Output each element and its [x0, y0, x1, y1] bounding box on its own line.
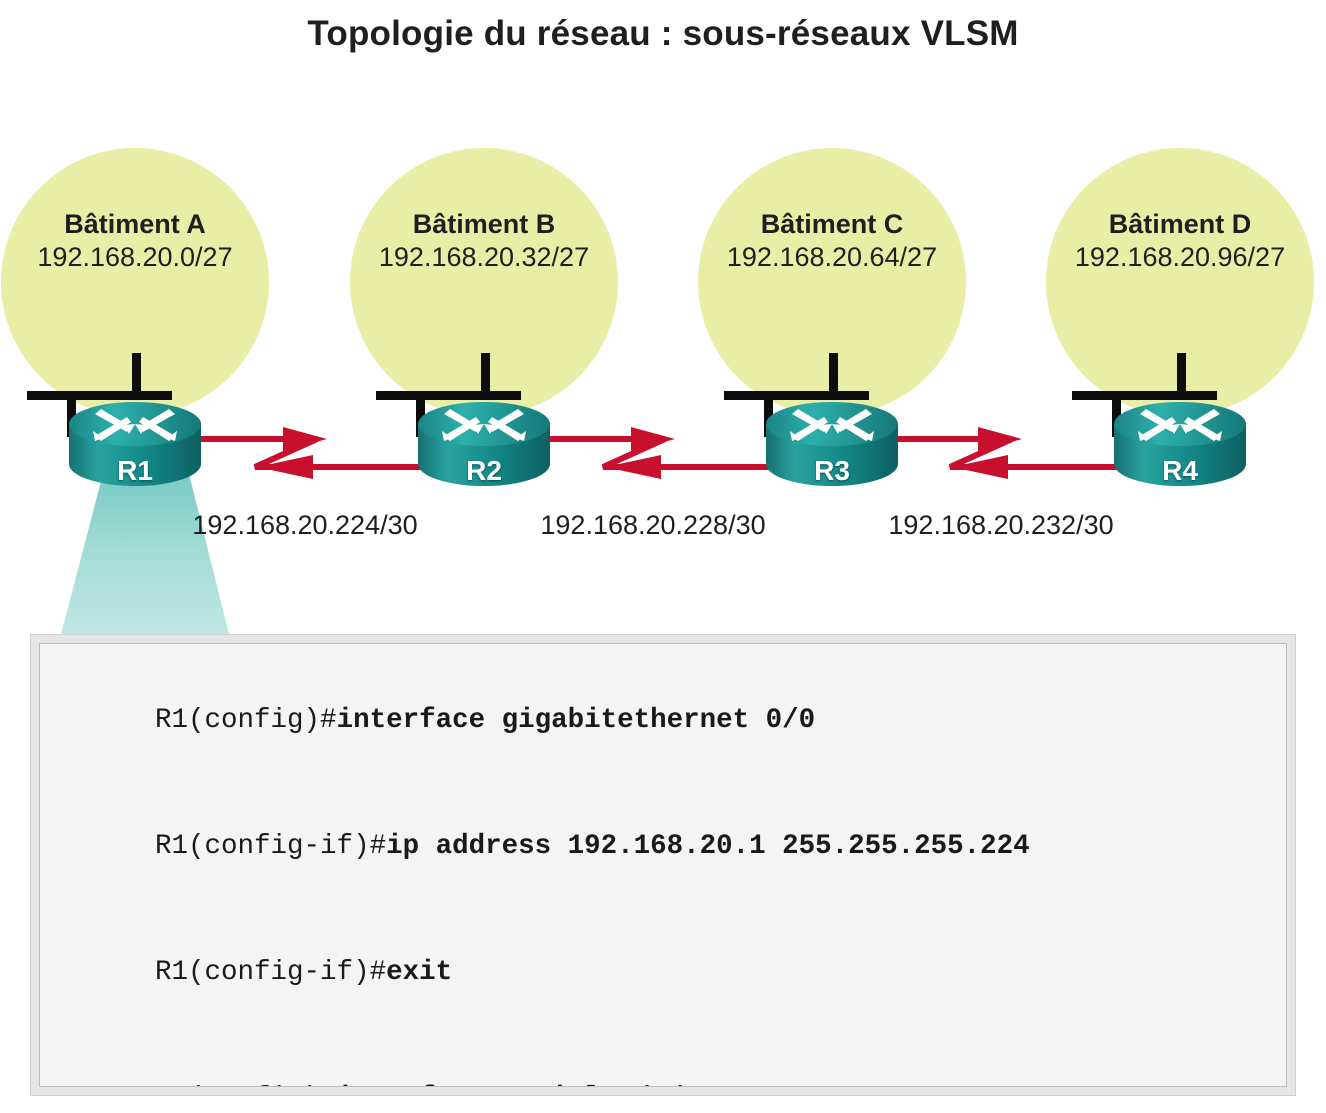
- terminal-prompt: R1(config)#: [155, 1083, 337, 1086]
- router-icon: [1114, 402, 1246, 486]
- router-icon: [766, 402, 898, 486]
- site-building-c: Bâtiment C 192.168.20.64/27: [698, 148, 966, 437]
- terminal-line: R1(config-if)#ip address 192.168.20.1 25…: [56, 784, 1270, 910]
- cli-terminal-panel: R1(config)#interface gigabitethernet 0/0…: [30, 634, 1296, 1096]
- terminal-line: R1(config-if)#exit: [56, 910, 1270, 1036]
- wan-subnet-label-r3-r4: 192.168.20.232/30: [888, 510, 1114, 540]
- site-building-a: Bâtiment A 192.168.20.0/27: [1, 148, 269, 437]
- site-label-group: Bâtiment C 192.168.20.64/27: [698, 208, 966, 274]
- site-name: Bâtiment D: [1108, 209, 1252, 239]
- site-subnet: 192.168.20.96/27: [1074, 241, 1286, 272]
- site-subnet: 192.168.20.0/27: [37, 241, 233, 272]
- terminal-command: ip address 192.168.20.1 255.255.255.224: [386, 831, 1030, 862]
- cli-terminal-screen[interactable]: R1(config)#interface gigabitethernet 0/0…: [39, 643, 1287, 1087]
- site-building-b: Bâtiment B 192.168.20.32/27: [350, 148, 618, 437]
- terminal-line: R1(config)#interface serial 0/0/0: [56, 1036, 1270, 1086]
- page-title: Topologie du réseau : sous-réseaux VLSM: [307, 14, 1019, 53]
- router-r4[interactable]: R4: [1110, 398, 1250, 490]
- terminal-command: exit: [386, 957, 453, 988]
- terminal-command: interface serial 0/0/0: [337, 1083, 700, 1086]
- terminal-prompt: R1(config)#: [155, 705, 337, 736]
- site-label-group: Bâtiment D 192.168.20.96/27: [1046, 208, 1314, 274]
- router-r2[interactable]: R2: [414, 398, 554, 490]
- router-icon: [418, 402, 550, 486]
- router-r1[interactable]: R1: [65, 398, 205, 490]
- router-icon: [69, 402, 201, 486]
- terminal-line: R1(config)#interface gigabitethernet 0/0: [56, 658, 1270, 784]
- lan-bus-icon: [724, 353, 869, 437]
- serial-link-r3-r4: [890, 427, 1190, 479]
- terminal-prompt: R1(config-if)#: [155, 831, 387, 862]
- wan-subnet-label-r2-r3: 192.168.20.228/30: [540, 510, 766, 540]
- terminal-command: interface gigabitethernet 0/0: [336, 705, 816, 736]
- lan-bus-icon: [376, 353, 521, 437]
- site-name: Bâtiment B: [412, 209, 556, 239]
- callout-funnel-icon: [60, 470, 230, 638]
- terminal-prompt: R1(config-if)#: [155, 957, 387, 988]
- site-subnet: 192.168.20.32/27: [378, 241, 590, 272]
- serial-link-r2-r3: [543, 427, 843, 479]
- site-subnet: 192.168.20.64/27: [726, 241, 938, 272]
- network-topology-diagram: Bâtiment A 192.168.20.0/27 Bâtiment B 19…: [1, 148, 1314, 638]
- lan-bus-icon: [27, 353, 172, 437]
- site-label-group: Bâtiment A 192.168.20.0/27: [1, 208, 269, 274]
- site-building-d: Bâtiment D 192.168.20.96/27: [1046, 148, 1314, 437]
- router-r3[interactable]: R3: [762, 398, 902, 490]
- site-name: Bâtiment C: [760, 209, 904, 239]
- serial-link-r1-r2: [195, 427, 495, 479]
- site-name: Bâtiment A: [64, 209, 206, 239]
- site-label-group: Bâtiment B 192.168.20.32/27: [350, 208, 618, 274]
- lan-bus-icon: [1072, 353, 1217, 437]
- wan-subnet-label-r1-r2: 192.168.20.224/30: [192, 510, 418, 540]
